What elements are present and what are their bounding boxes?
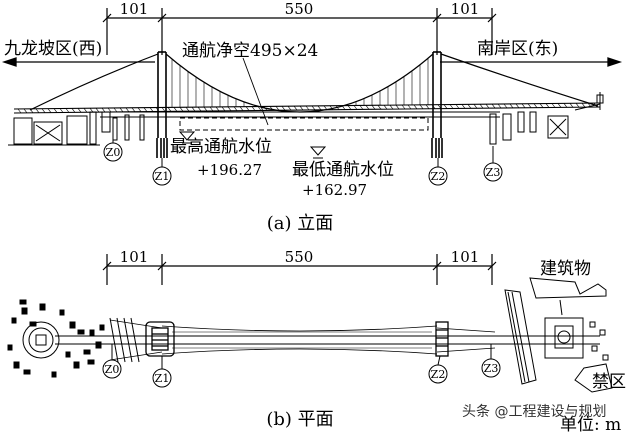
unit-label: 单位: m <box>560 415 621 435</box>
plan-west-tower <box>145 321 175 357</box>
plan-dimension-line <box>102 254 497 285</box>
clearance-label: 通航净空495×24 <box>182 41 318 61</box>
elev-span-west: 101 <box>120 0 149 18</box>
plan-pier-markers <box>102 344 501 388</box>
west-approach <box>8 111 145 146</box>
west-district-label: 九龙坡区(西) <box>4 39 102 59</box>
east-approach <box>489 92 604 145</box>
plan-text: 101 550 101 建筑物 禁区 单位: m Z0 Z1 Z2 Z3 (b)… <box>105 248 626 435</box>
hangers <box>171 58 429 108</box>
clearance-leader <box>242 57 269 126</box>
low-water-value: +162.97 <box>302 181 367 199</box>
plan-span-east: 101 <box>451 248 480 266</box>
high-water-label: 最高通航水位 <box>170 137 272 157</box>
plan-pier-z2: Z2 <box>431 368 446 381</box>
high-water-value: +196.27 <box>197 161 262 179</box>
restricted-zone-label: 禁区 <box>592 372 626 392</box>
west-scatter-buildings <box>7 299 105 378</box>
direction-arrows <box>1 57 623 67</box>
elev-span-main: 550 <box>285 0 314 18</box>
elev-pier-z1: Z1 <box>155 170 170 183</box>
elev-span-east: 101 <box>451 0 480 18</box>
east-plan-features <box>504 277 613 393</box>
elev-pier-z3: Z3 <box>486 166 501 179</box>
elevation-dimension-line <box>102 8 497 55</box>
west-tower <box>156 51 168 158</box>
west-plan-features <box>22 317 140 363</box>
elev-pier-z0: Z0 <box>106 146 121 159</box>
plan-view <box>7 254 613 393</box>
low-water-symbol <box>309 146 327 159</box>
deck-truss <box>13 102 601 118</box>
east-district-label: 南岸区(东) <box>477 39 558 59</box>
elevation-text: 101 550 101 九龙坡区(西) 南岸区(东) 通航净空495×24 最高… <box>4 0 558 234</box>
plan-pier-z0: Z0 <box>105 363 120 376</box>
plan-pier-z3: Z3 <box>484 362 499 375</box>
plan-caption: (b) 平面 <box>266 409 333 430</box>
watermark: 头条 @工程建设与规划 <box>462 403 606 420</box>
elevation-pier-markers <box>103 132 503 186</box>
east-arrow-head <box>607 57 623 67</box>
plan-pier-z1: Z1 <box>155 372 170 385</box>
high-water-symbol <box>178 131 196 144</box>
low-water-label: 最低通航水位 <box>292 160 394 180</box>
east-tower <box>431 51 443 158</box>
elevation-caption: (a) 立面 <box>267 213 334 234</box>
building-label: 建筑物 <box>540 259 591 279</box>
clearance-box <box>179 117 429 131</box>
west-arrow-head <box>1 57 17 67</box>
plan-span-main: 550 <box>285 248 314 266</box>
plan-east-tower <box>435 321 449 357</box>
main-cables <box>29 53 599 113</box>
elevation-view <box>1 8 623 186</box>
elev-pier-z2: Z2 <box>431 170 446 183</box>
plan-span-west: 101 <box>120 248 149 266</box>
